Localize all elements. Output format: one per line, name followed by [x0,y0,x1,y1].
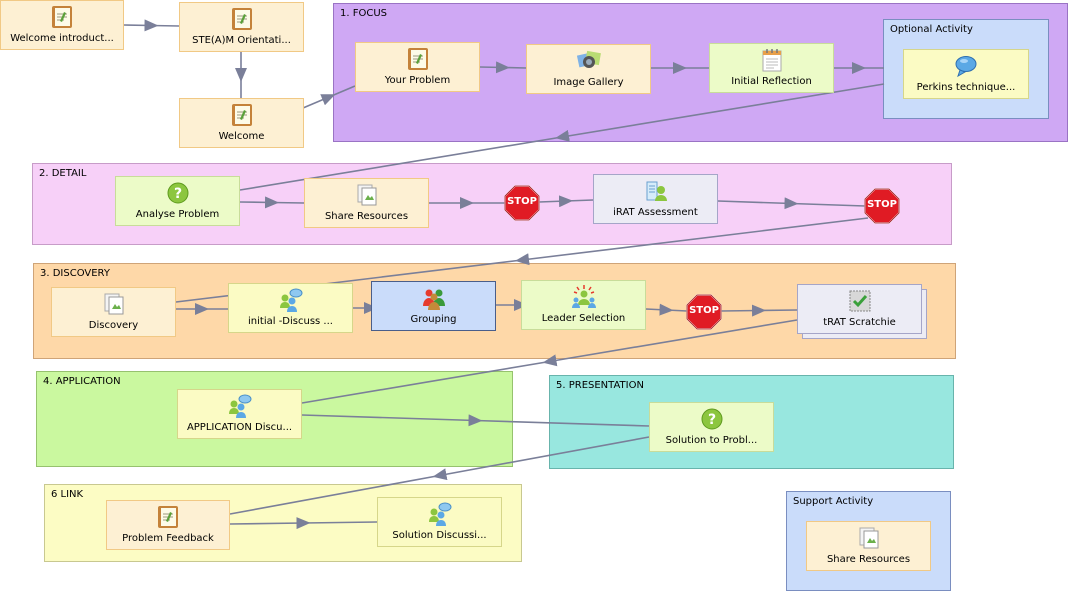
notebook-icon [156,505,180,529]
group-label: 1. FOCUS [340,8,387,19]
stop-sign-icon [864,188,900,224]
activity-label: Analyse Problem [135,209,220,220]
activity-welcome-introduction[interactable]: Welcome introduct... [0,0,124,50]
scratchie-icon [848,289,872,313]
activity-label: Discovery [88,320,139,331]
activity-image-gallery[interactable]: Image Gallery [526,44,651,94]
activity-share-resources[interactable]: Share Resources [304,178,429,228]
svg-text:?: ? [707,412,715,428]
transition-arrow [301,319,798,404]
activity-label: Welcome [218,131,265,142]
discussion-icon [279,288,303,312]
activity-label: Perkins technique... [916,82,1016,93]
activity-irat-assessment[interactable]: iRAT Assessment [593,174,718,224]
activity-your-problem[interactable]: Your Problem [355,42,480,92]
activity-label: Initial Reflection [731,76,812,87]
activity-label: Solution to Probl... [665,435,758,446]
transition-arrow [229,517,378,530]
activity-steam-orientation[interactable]: STE(A)M Orientati... [179,2,304,52]
activity-label: tRAT Scratchie [823,317,896,328]
image-gallery-icon [576,49,601,73]
shared-documents-icon [857,526,881,550]
activity-grouping[interactable]: Grouping [371,281,496,331]
stop-label: STOP [689,305,719,316]
discussion-icon [428,502,452,526]
notepad-icon [760,48,784,72]
transition-arrow [239,83,885,191]
svg-text:?: ? [173,186,181,202]
group-label: Optional Activity [890,24,973,35]
group-label: 6 LINK [51,489,84,500]
activity-leader-selection[interactable]: Leader Selection [521,280,646,330]
notebook-icon [50,5,74,29]
stop-gate[interactable]: STOP [504,185,540,221]
shared-documents-icon [102,292,126,316]
activity-solution-discussion[interactable]: Solution Discussi... [377,497,502,547]
activity-solution-to-problem[interactable]: ? Solution to Probl... [649,402,774,452]
question-icon: ? [700,407,724,431]
shared-documents-icon [355,183,379,207]
activity-label: Welcome introduct... [10,33,114,44]
transition-arrow [645,303,688,316]
question-icon: ? [166,181,190,205]
transition-arrow [717,197,866,210]
activity-label: Leader Selection [541,313,626,324]
activity-support-share-resources[interactable]: Share Resources [806,521,931,571]
group-label: 2. DETAIL [39,168,87,179]
stop-sign-icon [686,294,722,330]
activity-welcome[interactable]: Welcome [179,98,304,148]
group-label: 5. PRESENTATION [556,380,644,391]
discussion-icon [228,394,252,418]
stop-label: STOP [507,196,537,207]
activity-label: Image Gallery [553,77,624,88]
notebook-icon [406,47,430,71]
stop-sign-icon [504,185,540,221]
activity-label: Share Resources [826,554,911,565]
notebook-icon [230,103,254,127]
group-label: 4. APPLICATION [43,376,121,387]
activity-initial-discuss[interactable]: initial -Discuss ... [228,283,353,333]
activity-label: Grouping [410,314,457,325]
notebook-icon [230,7,254,31]
group-label: 3. DISCOVERY [40,268,110,279]
group-label: Support Activity [793,496,874,507]
activity-discovery[interactable]: Discovery [51,287,176,337]
activity-problem-feedback[interactable]: Problem Feedback [106,500,230,550]
stop-label: STOP [867,199,897,210]
activity-label: iRAT Assessment [613,207,698,218]
activity-analyse-problem[interactable]: ? Analyse Problem [115,176,240,226]
activity-trat-scratchie[interactable]: tRAT Scratchie [797,284,922,334]
activity-label: Share Resources [324,211,409,222]
stop-gate[interactable]: STOP [686,294,722,330]
activity-label: STE(A)M Orientati... [192,35,291,46]
activity-label: Problem Feedback [122,533,214,544]
activity-label: Your Problem [384,75,451,86]
activity-application-discussion[interactable]: APPLICATION Discu... [177,389,302,439]
activity-label: initial -Discuss ... [248,316,333,327]
stop-gate[interactable]: STOP [864,188,900,224]
transition-arrow [301,414,650,427]
grouping-icon [422,286,446,310]
activity-perkins-technique[interactable]: Perkins technique... [903,49,1029,99]
transition-arrow [229,436,650,515]
activity-label: APPLICATION Discu... [186,422,293,433]
transition-arrow [302,85,356,109]
transition-arrow [538,195,594,208]
transition-arrow [720,304,798,317]
transition-arrow [123,19,180,32]
leader-icon [571,285,596,309]
speech-bubble-icon [954,54,978,78]
activity-initial-reflection[interactable]: Initial Reflection [709,43,834,93]
transition-arrow [479,61,527,74]
assessment-icon [644,179,668,203]
transition-arrow [239,196,305,209]
activity-label: Solution Discussi... [392,530,487,541]
